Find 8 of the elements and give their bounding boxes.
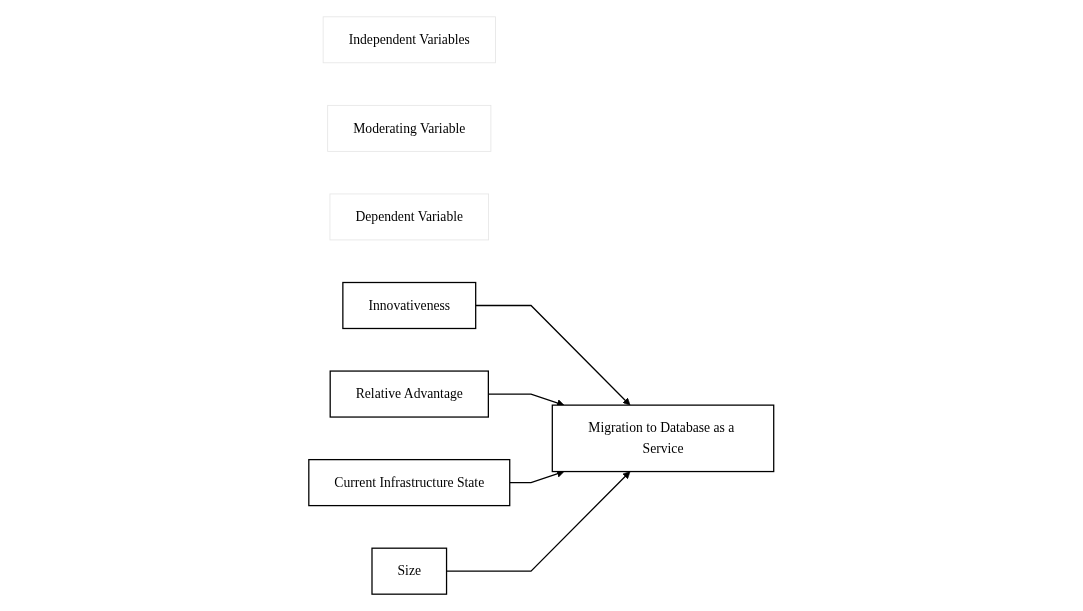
arrow	[509, 470, 565, 484]
node-box: Innovativeness	[342, 281, 477, 330]
arrow	[446, 471, 631, 572]
node-box: Current Infrastructure State	[308, 459, 511, 507]
node-box: Relative Advantage	[329, 370, 490, 418]
node-box: Size	[371, 547, 448, 595]
arrow	[475, 304, 631, 406]
node-box: Migration to Database as a Service	[551, 404, 775, 473]
